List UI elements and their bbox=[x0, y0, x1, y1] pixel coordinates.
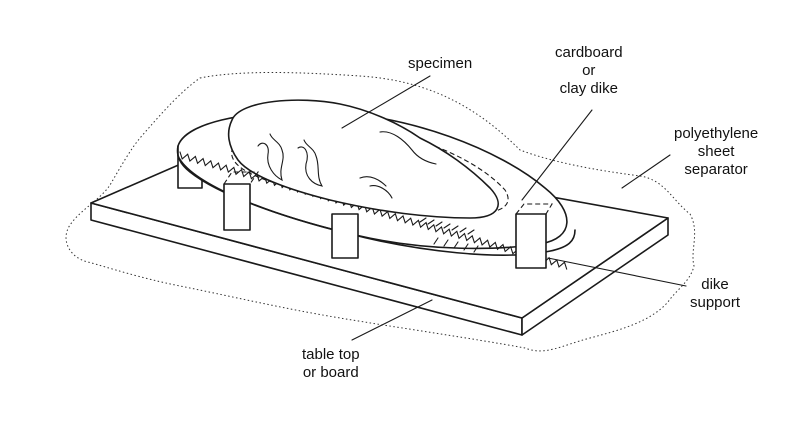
dike-ring-lower-edge bbox=[177, 145, 576, 256]
label-dike: cardboard or clay dike bbox=[555, 44, 623, 98]
leader-specimen bbox=[341, 75, 431, 129]
label-specimen: specimen bbox=[408, 55, 472, 73]
label-support: dike support bbox=[690, 276, 740, 312]
specimen-detail-3 bbox=[359, 176, 393, 199]
label-separator-line1: polyethylene bbox=[674, 125, 759, 142]
dike-support-front-left bbox=[223, 183, 251, 231]
leader-separator bbox=[621, 154, 671, 189]
leader-support bbox=[547, 257, 687, 287]
specimen-detail-4 bbox=[379, 131, 437, 165]
label-table: table top or board bbox=[302, 346, 360, 382]
label-table-line1: table top bbox=[302, 346, 360, 363]
specimen-body bbox=[227, 99, 499, 219]
dike-support-front-mid bbox=[331, 213, 359, 259]
label-dike-line1: cardboard bbox=[555, 44, 623, 61]
label-separator-line2: sheet bbox=[697, 143, 735, 160]
label-support-line1: dike bbox=[701, 276, 729, 293]
polyethylene-sheet bbox=[65, 72, 696, 352]
dike-support-hidden-edge bbox=[223, 171, 553, 215]
label-table-line2: or board bbox=[302, 364, 359, 381]
leader-dike bbox=[521, 109, 593, 201]
label-dike-line3: clay dike bbox=[559, 80, 618, 97]
specimen-detail-1 bbox=[257, 133, 284, 182]
label-separator: polyethylene sheet separator bbox=[674, 125, 758, 179]
label-support-line2: support bbox=[690, 294, 741, 311]
label-specimen-text: specimen bbox=[408, 55, 473, 72]
specimen-fringe bbox=[419, 217, 479, 253]
dike-support-front-right bbox=[515, 213, 547, 269]
leader-table bbox=[351, 299, 433, 341]
dike-corrugation bbox=[179, 151, 568, 270]
label-separator-line3: separator bbox=[684, 161, 748, 178]
label-dike-line2: or bbox=[582, 62, 596, 79]
specimen-detail-2 bbox=[297, 139, 324, 187]
